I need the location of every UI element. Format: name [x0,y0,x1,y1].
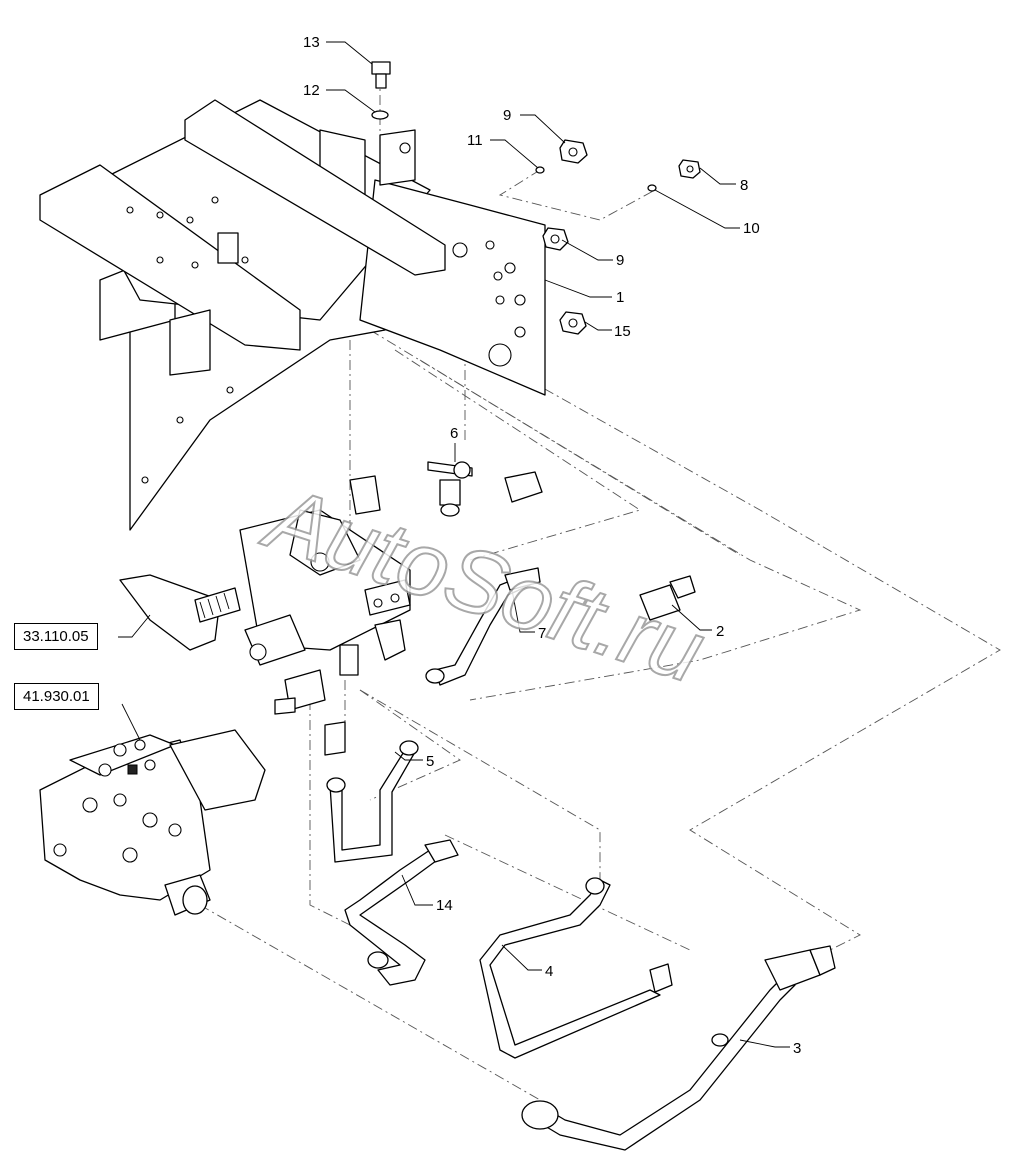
callout-2: 2 [716,623,724,640]
assembly-lines [199,75,1001,1101]
callout-14: 14 [436,897,453,914]
callout-12: 12 [303,82,320,99]
fittings-6 [427,461,543,517]
callout-11: 11 [467,132,483,149]
pipe-5 [326,740,419,863]
support-frame [39,99,546,531]
callout-6: 6 [450,425,458,442]
callout-10: 10 [743,220,760,237]
control-valve [119,475,696,756]
reference-box-41-930-01[interactable]: 41.930.01 [14,683,99,710]
reference-box-33-110-05[interactable]: 33.110.05 [14,623,98,650]
valve-block-41930 [39,729,266,916]
callout-4: 4 [545,963,553,980]
callout-3: 3 [793,1040,801,1057]
callout-labels: 13 12 9 11 8 10 9 1 15 6 2 7 5 14 4 3 [303,34,801,1057]
fasteners [371,61,701,335]
callout-15: 15 [614,323,631,340]
pipe-14 [344,839,459,986]
callout-9-top: 9 [503,107,511,124]
callout-5: 5 [426,753,434,770]
callout-13: 13 [303,34,320,51]
pipe-4 [479,877,673,1059]
callout-7: 7 [538,625,546,642]
callout-9-mid: 9 [616,252,624,269]
leader-lines [118,41,790,1048]
pipe-3 [521,945,836,1151]
callout-1: 1 [616,289,624,306]
pipe-7 [425,567,541,686]
callout-8: 8 [740,177,748,194]
